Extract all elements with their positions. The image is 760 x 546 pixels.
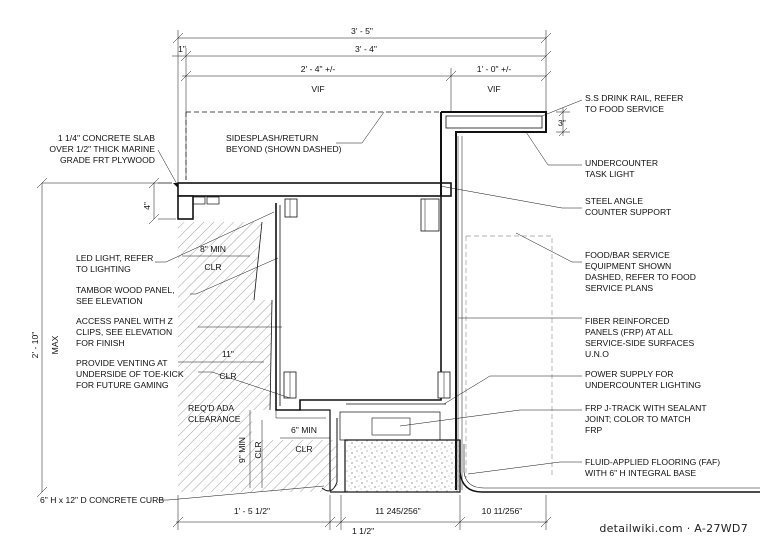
note-task-1: UNDERCOUNTER [585,158,658,168]
bottom-dimension-lines [172,495,552,530]
dim-slab-height: 4" [142,202,152,210]
note-angle-2: COUNTER SUPPORT [585,207,672,217]
note-equip-2: EQUIPMENT SHOWN [585,261,671,271]
clearance-dimension-lines [178,255,330,488]
note-led-2: TO LIGHTING [76,264,131,274]
note-equip-3: DASHED, REFER TO FOOD [585,272,696,282]
note-ada-1: REQ'D ADA [188,403,234,413]
note-floor-1: FLUID-APPLIED FLOORING (FAF) [585,457,720,467]
note-frp-1: FIBER REINFORCED [585,316,670,326]
note-jtrack-3: FRP [585,425,602,435]
clr-label-2: CLR [219,371,236,381]
sidesplash-dashed-outline [185,111,446,180]
watermark: detailwiki.com · A-27WD7 [599,522,748,535]
note-splash-1: SIDESPLASH/RETURN [226,133,318,143]
note-floor-2: WITH 6" H INTEGRAL BASE [585,468,696,478]
back-wall-and-rail [440,107,570,490]
note-jtrack-2: JOINT; COLOR TO MATCH [585,414,691,424]
dim-inner: 3' - 4" [355,44,377,54]
dim-max: MAX [50,335,60,354]
note-vent-3: FOR FUTURE GAMING [76,380,169,390]
right-annotations: S.S DRINK RAIL, REFER TO FOOD SERVICE UN… [585,93,720,478]
left-dimension-lines [36,177,176,498]
leader-lines [155,99,583,501]
dim-bottom-small: 1 1/2" [352,526,374,536]
dim-rail-height: 3" [558,118,566,128]
vif-right: VIF [487,84,500,94]
vif-left: VIF [311,84,324,94]
note-equip-1: FOOD/BAR SERVICE [585,250,670,260]
note-slab-2: OVER 1/2" THICK MARINE [49,144,155,154]
clr-label-3: CLR [295,444,312,454]
note-curb: 6" H x 12" D CONCRETE CURB [40,495,164,505]
left-annotations: 1 1/4" CONCRETE SLAB OVER 1/2" THICK MAR… [40,133,342,505]
note-equip-4: SERVICE PLANS [585,283,653,293]
note-slab-3: GRADE FRT PLYWOOD [60,155,155,165]
dim-left-offset: 1" [178,44,186,54]
note-jtrack-1: FRP J-TRACK WITH SEALANT [585,403,707,413]
note-tambor-1: TAMBOR WOOD PANEL, [76,285,175,295]
dim-counter-right: 1' - 0" +/- [477,64,512,74]
dim-bottom-right: 10 11/256" [482,506,523,516]
note-task-2: TASK LIGHT [585,169,635,179]
note-angle-1: STEEL ANGLE [585,196,643,206]
note-access-2: CLIPS, SEE ELEVATION [76,327,172,337]
clr-label-4: CLR [253,441,263,458]
note-frp-2: PANELS (FRP) AT ALL [585,327,673,337]
note-frp-3: SERVICE-SIDE SURFACES [585,338,694,348]
note-rail-1: S.S DRINK RAIL, REFER [585,93,683,103]
top-dimension-lines [172,30,552,185]
note-slab-1: 1 1/4" CONCRETE SLAB [58,133,155,143]
note-vent-2: UNDERSIDE OF TOE-KICK [76,369,184,379]
note-rail-2: TO FOOD SERVICE [585,104,664,114]
dim-bottom-left: 1' - 5 1/2" [234,506,270,516]
dim-11: 11" [222,349,234,359]
note-tambor-2: SEE ELEVATION [76,296,143,306]
note-splash-2: BEYOND (SHOWN DASHED) [226,144,342,154]
dim-9-min: 9" MIN [237,437,247,463]
dim-overall: 3' - 5" [351,26,373,36]
equipment-dashed-outline [465,235,553,478]
note-power-2: UNDERCOUNTER LIGHTING [585,380,701,390]
note-access-1: ACCESS PANEL WITH Z [76,316,173,326]
note-frp-4: U.N.O [585,349,609,359]
concrete-curb [344,439,461,493]
steel-angle-supports [284,198,440,232]
dim-8-min: 8" MIN [200,244,226,254]
note-power-1: POWER SUPPLY FOR [585,369,674,379]
countertop-slab [173,182,452,220]
dim-counter-left: 2' - 4" +/- [301,64,336,74]
note-ada-2: CLEARANCE [188,414,241,424]
floor-and-base [330,440,760,493]
dim-overall-height: 2' - 10" [30,332,40,359]
note-access-3: FOR FINISH [76,338,125,348]
dim-6-min: 6" MIN [291,425,317,435]
note-vent-1: PROVIDE VENTING AT [76,358,168,368]
note-led-1: LED LIGHT, REFER [76,253,153,263]
clr-label-1: CLR [204,262,221,272]
dim-bottom-mid: 11 245/256" [375,506,420,516]
